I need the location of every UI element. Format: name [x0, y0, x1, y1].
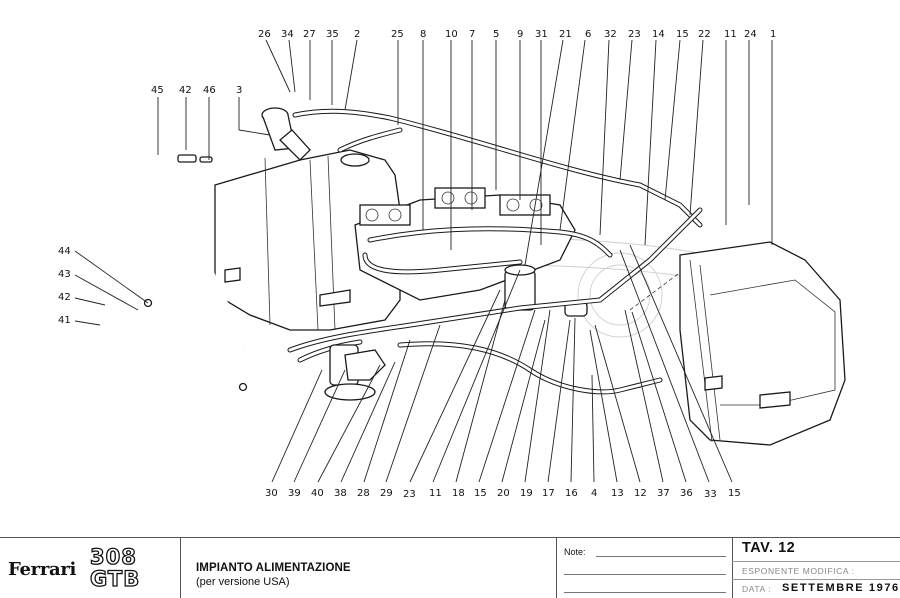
- callout: 39: [288, 488, 301, 499]
- callout: 11: [429, 488, 442, 499]
- callout: 24: [744, 29, 757, 40]
- callout: 7: [469, 29, 475, 40]
- callout: 5: [493, 29, 499, 40]
- note-line: [564, 574, 726, 575]
- notes-label: Note:: [564, 547, 586, 557]
- callout: 36: [680, 488, 693, 499]
- callout: 1: [770, 29, 776, 40]
- callout: 27: [303, 29, 316, 40]
- callout: 33: [704, 489, 717, 500]
- vent-lines: [292, 108, 703, 228]
- callout: 20: [497, 488, 510, 499]
- carburettor-assembly: [354, 187, 613, 301]
- callout: 12: [634, 488, 647, 499]
- callout: 11: [724, 29, 737, 40]
- callout: 28: [357, 488, 370, 499]
- callout: 30: [265, 488, 278, 499]
- description-cell: IMPIANTO ALIMENTAZIONE (per versione USA…: [196, 538, 546, 598]
- revision-label: ESPONENTE MODIFICA :: [742, 566, 855, 576]
- fuel-pump: [324, 344, 386, 401]
- callout: 26: [258, 29, 271, 40]
- note-line: [596, 556, 726, 557]
- callout: 37: [657, 488, 670, 499]
- callout: 19: [520, 488, 533, 499]
- divider: [556, 538, 557, 598]
- model-number: 308: [89, 545, 137, 569]
- callout: 15: [676, 29, 689, 40]
- ferrari-logo: Ferrari: [8, 559, 77, 580]
- divider: [732, 538, 733, 598]
- callout: 42: [179, 85, 192, 96]
- plate-cell: TAV. 12 ESPONENTE MODIFICA : DATA : SETT…: [732, 538, 900, 598]
- callout: 43: [58, 269, 71, 280]
- notes-cell: Note:: [556, 538, 730, 598]
- callout: 44: [58, 246, 71, 257]
- fuel-system-diagram: 26 34 27 35 2 25 8 10 7 5 9 31 21 6 32 2…: [58, 29, 846, 500]
- fuel-filter: [504, 264, 536, 311]
- callout: 31: [535, 29, 548, 40]
- callout: 22: [698, 29, 711, 40]
- callout: 10: [445, 29, 458, 40]
- callout: 4: [591, 488, 597, 499]
- right-fuel-tank: [679, 241, 846, 446]
- logo-cell: Ferrari 308 GTB: [0, 538, 180, 598]
- date-value: SETTEMBRE 1976: [782, 582, 900, 594]
- callout: 21: [559, 29, 572, 40]
- mounting-rods: [73, 154, 250, 392]
- callout: 13: [611, 488, 624, 499]
- callout: 23: [403, 489, 416, 500]
- callout: 6: [585, 29, 591, 40]
- callout: 35: [326, 29, 339, 40]
- callout: 23: [628, 29, 641, 40]
- leader-lines: [74, 39, 773, 326]
- callout: 38: [334, 488, 347, 499]
- divider: [732, 579, 900, 580]
- divider: [732, 561, 900, 562]
- callout: 14: [652, 29, 665, 40]
- system-subtitle: (per versione USA): [196, 576, 290, 588]
- callout: 8: [420, 29, 426, 40]
- callout: 46: [203, 85, 216, 96]
- callouts-bottom: 30 39 40 38 28 29 23 11 18 15 20 19 17 1…: [265, 488, 741, 500]
- callout: 32: [604, 29, 617, 40]
- callout: 2: [354, 29, 360, 40]
- model-badge: 308 GTB: [89, 545, 165, 591]
- model-variant: GTB: [89, 567, 141, 591]
- note-line: [564, 592, 726, 593]
- callouts-left: 45 42 46 3 44 43 42 41: [58, 85, 242, 326]
- callout: 18: [452, 488, 465, 499]
- callout: 3: [236, 85, 242, 96]
- leader-lines-bottom: [271, 244, 733, 483]
- filler-neck: [261, 107, 311, 161]
- callout: 9: [517, 29, 523, 40]
- callout: 25: [391, 29, 404, 40]
- callout: 34: [281, 29, 294, 40]
- divider: [180, 538, 181, 598]
- callout: 42: [58, 292, 71, 303]
- callout: 16: [565, 488, 578, 499]
- callout: 15: [728, 488, 741, 499]
- callout: 40: [311, 488, 324, 499]
- callouts-top: 26 34 27 35 2 25 8 10 7 5 9 31 21 6 32 2…: [258, 29, 776, 40]
- date-label: DATA :: [742, 584, 772, 594]
- callout: 45: [151, 85, 164, 96]
- callout: 29: [380, 488, 393, 499]
- callout: 17: [542, 488, 555, 499]
- callout: 41: [58, 315, 71, 326]
- system-title: IMPIANTO ALIMENTAZIONE: [196, 562, 351, 574]
- plate-number: TAV. 12: [742, 540, 796, 556]
- callout: 15: [474, 488, 487, 499]
- left-fuel-tank: [214, 149, 401, 331]
- title-block: Ferrari 308 GTB IMPIANTO ALIMENTAZIONE (…: [0, 537, 900, 598]
